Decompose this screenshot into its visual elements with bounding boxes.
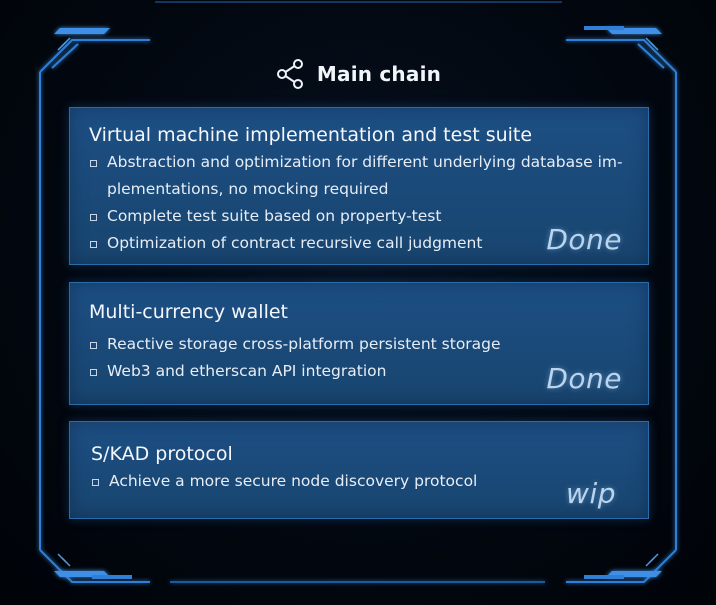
list-item: Optimization of contract recursive call … [89, 230, 630, 257]
list-item: Achieve a more secure node discovery pro… [91, 468, 630, 495]
status-badge: wip [566, 477, 616, 510]
milestone-card-vm: Virtual machine implementation and test … [69, 107, 649, 265]
milestone-title: S/KAD protocol [91, 443, 233, 465]
list-item: Abstraction and optimization for differe… [89, 149, 630, 176]
list-item: Web3 and etherscan API integration [89, 358, 630, 385]
milestone-item-list: Achieve a more secure node discovery pro… [91, 468, 630, 495]
milestone-card-skad: S/KAD protocol Achieve a more secure nod… [69, 421, 649, 519]
list-item-continuation: plementations, no mocking required [107, 180, 389, 198]
section-header: Main chain [0, 56, 716, 92]
page-title: Main chain [316, 62, 442, 86]
status-badge: Done [546, 223, 622, 256]
list-item: Reactive storage cross-platform persiste… [89, 331, 630, 358]
milestone-item-list: Reactive storage cross-platform persiste… [89, 331, 630, 385]
list-item: Complete test suite based on property-te… [89, 203, 630, 230]
milestone-card-wallet: Multi-currency wallet Reactive storage c… [69, 282, 649, 405]
milestone-title: Virtual machine implementation and test … [89, 124, 533, 146]
milestone-title: Multi-currency wallet [89, 301, 288, 323]
milestone-item-list: Abstraction and optimization for differe… [89, 149, 630, 257]
status-badge: Done [546, 362, 622, 395]
share-nodes-icon [276, 59, 303, 89]
